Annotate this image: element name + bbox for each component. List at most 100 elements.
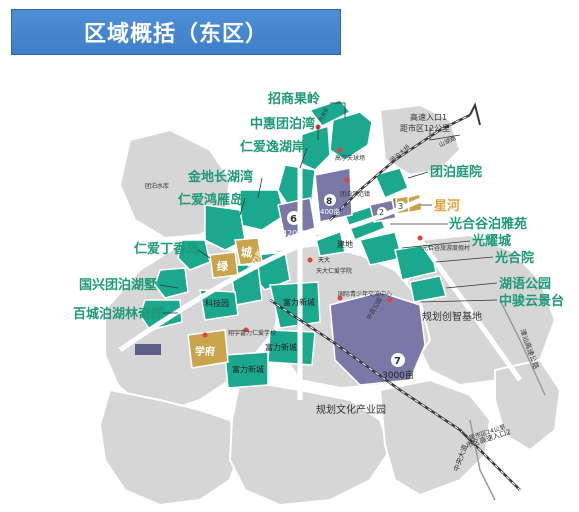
lot-numbers: 6 420亩 8 400亩 2 3 7 3000亩: [282, 194, 414, 381]
label-dist12: 距市区12公里: [400, 123, 450, 133]
label-fuli-xincheng2: 富力新城: [265, 342, 297, 352]
label-guihua-wenhua: 规划文化产业园: [316, 403, 386, 416]
lot3-number: 3: [398, 202, 403, 211]
section-title-bar: 区域概括（东区）: [11, 9, 341, 55]
marker-zhonghua: [387, 297, 393, 303]
marker-guanghe: [417, 235, 423, 241]
lot6-area: 420亩: [282, 228, 305, 238]
marker-fuli: [202, 332, 208, 338]
parcel-keji: [199, 289, 239, 321]
label-baicheng: 百城泊湖林奇郡: [73, 306, 164, 322]
road-east: [417, 238, 523, 382]
leader-guoxing: [159, 284, 179, 289]
lot7-area: 3000亩: [382, 369, 414, 381]
lot8-circle: [324, 194, 336, 206]
leader-highway1: [429, 127, 461, 141]
lot6-circle: [287, 211, 301, 225]
leader-hongyan: [239, 197, 246, 216]
label-guanghe-yuan: 光合院: [494, 250, 534, 266]
lot7-circle: [391, 353, 405, 367]
label-jindi: 金地长湖湾: [187, 169, 253, 185]
label-lu: 绿: [217, 259, 229, 273]
label-highway1: 高速入口1: [410, 112, 447, 122]
railway-highway-hook: [469, 102, 481, 126]
label-renai-xuexiao: 天大仁爱学院: [316, 267, 352, 275]
railway-south-dash: [269, 299, 521, 491]
lot6-number: 6: [290, 214, 297, 225]
leader-zhongjun: [419, 299, 498, 303]
leader-guangyao: [401, 240, 471, 249]
railway-north-dash: [329, 114, 471, 221]
gold-parcels: [187, 193, 423, 369]
label-xuefu: 学府: [195, 345, 215, 358]
label-tuanbo-tingyuan: 团泊庭院: [430, 164, 482, 180]
marker-tuanbo-shifan: [344, 177, 350, 183]
label-tuanbo-shifan: 团泊示范镇: [340, 190, 370, 198]
label-guoxing: 国兴团泊湖墅: [79, 277, 157, 293]
leader-jindi: [257, 177, 263, 199]
marker-renai: [307, 257, 313, 263]
land-south-center: [228, 378, 392, 507]
highway-south: [469, 419, 496, 501]
parcel-baicheng: [139, 299, 183, 331]
label-jiandi: 建地: [337, 239, 353, 249]
label-renai-yihu: 仁爱逸湖岸: [240, 139, 305, 155]
page-title: 区域概括（东区）: [83, 22, 268, 47]
marker-gaoer: [337, 147, 343, 153]
leader-dingxiang: [197, 249, 211, 259]
label-zhongjun: 中骏云景台: [499, 293, 564, 309]
railway: [269, 102, 521, 491]
highway-east: [499, 299, 546, 396]
leader-highway2: [461, 431, 476, 447]
label-tuanbo-shuiku: 团泊水库: [145, 182, 169, 190]
lot8-area: 400亩: [320, 207, 340, 216]
parcel-jindi: [239, 189, 286, 231]
label-guoji: 国际青少年交流中心: [338, 290, 392, 298]
lot8-number: 8: [326, 197, 332, 207]
road-main-diagonal: [118, 167, 482, 353]
label-gaoer: 高尔夫球场: [335, 154, 365, 162]
parcel-renai-hongyan: [204, 204, 246, 251]
label-guangyao: 光耀城: [471, 233, 511, 249]
land-south-east: [378, 378, 492, 497]
label-keji: 科技园: [205, 298, 229, 308]
land-southwest: [98, 388, 242, 507]
label-kefa2: 富力新城: [232, 364, 264, 374]
lot3-circle: [396, 201, 406, 211]
lot2-circle: [377, 207, 387, 217]
label-zhonghui: 中惠团泊湾: [250, 116, 315, 132]
yipu-tag: [135, 344, 161, 355]
plan-labels: 规划创智基地 规划文化产业园: [316, 310, 482, 416]
leader-tuanbo-tingyuan: [407, 171, 429, 179]
parcel-tuanbo-tingyuan: [373, 167, 409, 199]
label-guihua-chuangzhi: 规划创智基地: [422, 310, 482, 323]
label-zhaoshang: 招商果岭: [268, 91, 320, 107]
land-far-east: [494, 358, 562, 452]
label-huyu: 湖语公园: [499, 277, 551, 292]
label-xiangyu: 翔宇富力仁爱学校: [228, 329, 276, 337]
marker-xiangyu: [243, 327, 249, 333]
roads: [118, 130, 523, 400]
gold-xuefu: [187, 329, 229, 369]
parcel-guoxing: [154, 267, 189, 299]
label-tianda: 天大: [318, 256, 330, 264]
parcel-fuli-e: [224, 351, 269, 389]
label-cheng: 城: [241, 245, 252, 259]
leader-huyu: [445, 282, 498, 289]
label-xinghe: 星河: [434, 198, 460, 214]
parcel-huyu: [409, 275, 447, 303]
label-fuli-xincheng: 富力新城: [283, 297, 315, 307]
label-renai-hongyan: 仁爱鸿雁岛: [178, 192, 243, 208]
marker-guoji: [337, 295, 343, 301]
highways: [469, 299, 546, 501]
lot2-number: 2: [379, 208, 384, 217]
callout-labels: 招商果岭 中惠团泊湾 仁爱逸湖岸 金地长湖湾 仁爱鸿雁岛 仁爱丁香岛 国兴团泊湖…: [73, 91, 564, 322]
leader-yihu: [299, 147, 308, 169]
leader-lines: [159, 102, 498, 447]
lot7-number: 7: [394, 356, 401, 367]
leader-guanghe-yuan: [435, 256, 494, 263]
parcel-renai-dingxiang: [177, 239, 211, 271]
leader-zhaoshang: [330, 102, 346, 118]
label-guanghe-gufu: 光合谷旅游度假村: [422, 244, 470, 252]
